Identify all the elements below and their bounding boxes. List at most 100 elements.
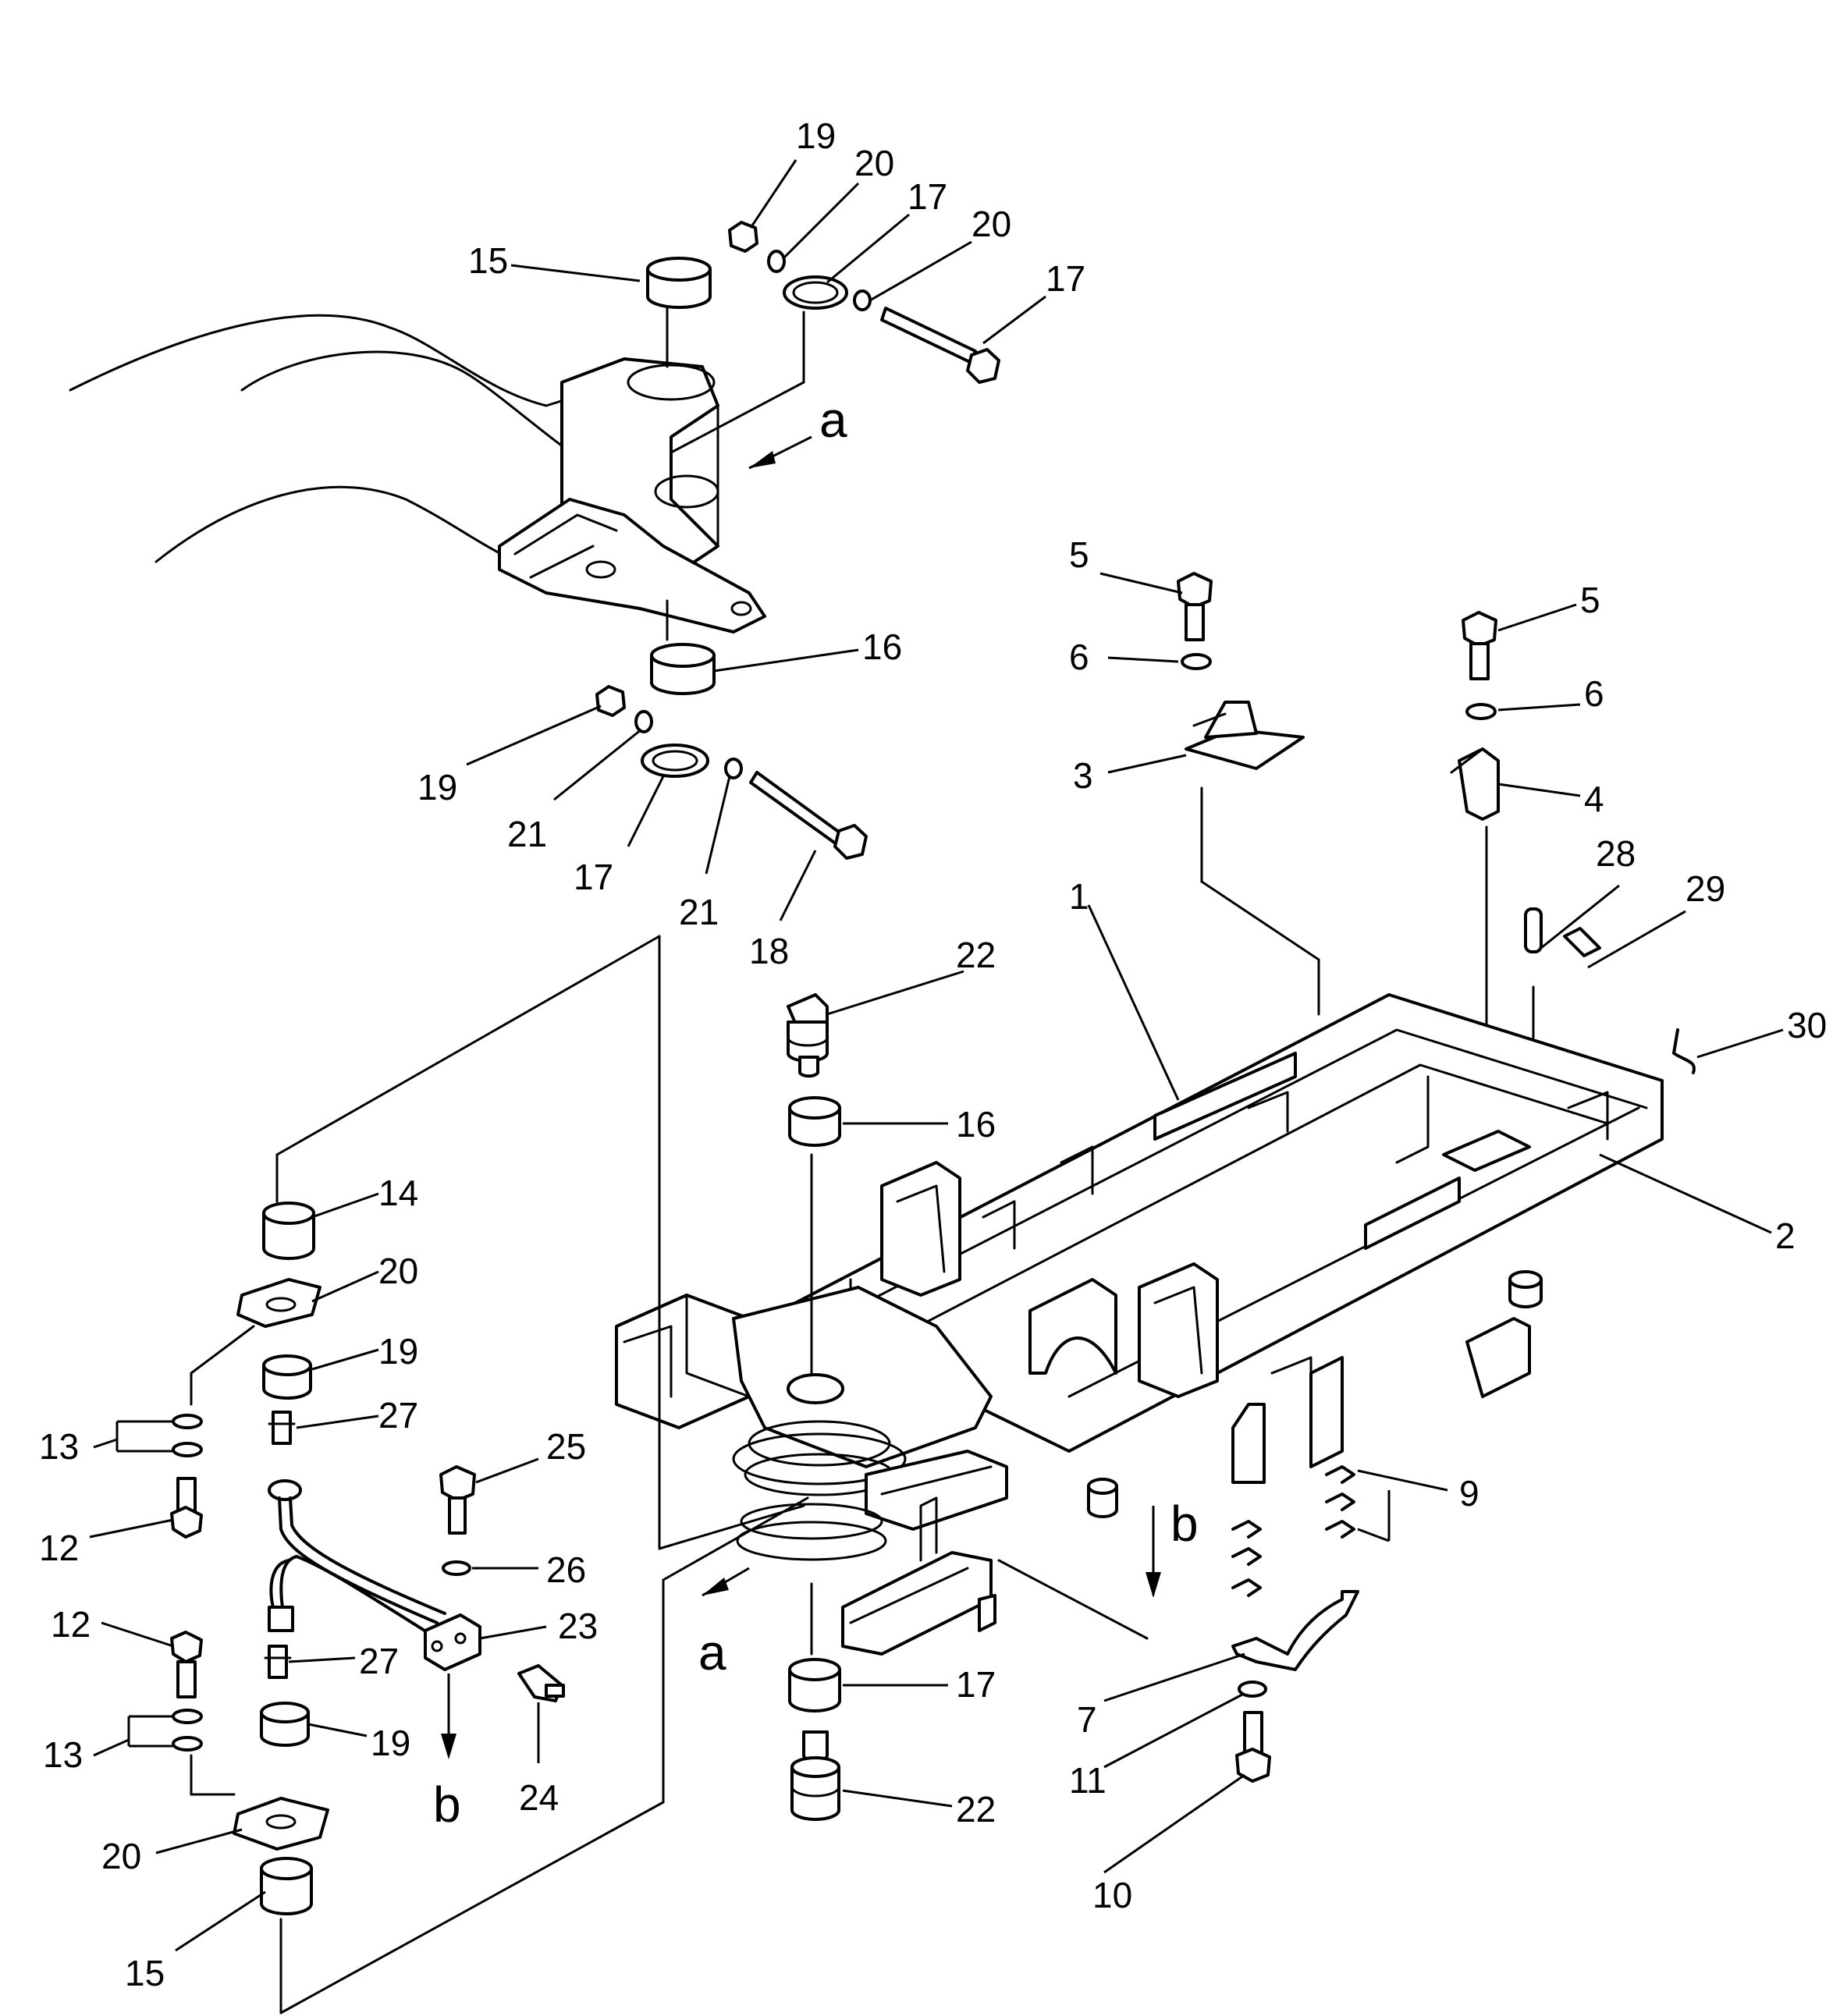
washer-6-right [1465, 703, 1497, 720]
label-part-14: 17 [574, 857, 613, 897]
assembly-guidelines [190, 935, 1149, 2014]
bolt-5-right [1462, 611, 1497, 680]
label-part-15: 17 [1046, 258, 1085, 299]
upper-fastener-stack [728, 221, 1000, 384]
label-part-11: 15 [468, 240, 508, 281]
block-23 [424, 1613, 481, 1671]
label-part-13: 15 [125, 1953, 165, 1993]
label-part-18: 22 [956, 935, 996, 975]
label-part-19: 19 [378, 1331, 418, 1372]
label-part-21: 12 [51, 1604, 91, 1645]
label-part-25: 25 [546, 1426, 586, 1467]
label-part-17: 20 [854, 143, 894, 183]
bushing-11-lower [650, 643, 716, 695]
label-part-23: 23 [558, 1606, 598, 1646]
plug-right [1087, 1478, 1118, 1518]
lower-fastener-stack [595, 685, 868, 860]
washer-22c [172, 1709, 203, 1724]
label-part-28: 28 [1596, 833, 1636, 874]
shims-8 [1231, 1465, 1355, 1597]
bushing-13-lower [260, 1857, 313, 1915]
fitting-24 [517, 1664, 565, 1702]
nut-19-lower [260, 1702, 310, 1747]
bushing-11-upper [646, 257, 712, 309]
label-part-10: 11 [1069, 1760, 1106, 1801]
plate-20-upper [236, 1278, 321, 1328]
label-part-17: 21 [507, 814, 547, 854]
label-part-6: 6 [1584, 673, 1604, 714]
arrow-a-upper [748, 435, 812, 470]
label-part-5: 5 [1069, 534, 1089, 575]
label-part-16: 19 [417, 767, 457, 807]
label-part-26: 26 [546, 1549, 586, 1590]
label-part-12: 17 [956, 1664, 996, 1705]
label-view-a: a [698, 1624, 726, 1681]
label-part-5: 5 [1580, 580, 1600, 620]
bushing-13-upper [262, 1201, 315, 1260]
arrow-b-left [441, 1673, 456, 1759]
part-labels: 19 20 17 20 17 15 16 19 21 17 21 18 5 6 … [39, 115, 1827, 1993]
label-part-29: 29 [1685, 868, 1725, 909]
pin-28 [1524, 907, 1543, 953]
label-part-21: 12 [39, 1528, 79, 1568]
label-part-3: 3 [1073, 755, 1093, 796]
bracket-3 [1185, 701, 1305, 770]
tube-assembly [268, 1479, 446, 1640]
fitting-27-lower [264, 1645, 292, 1679]
label-part-22: 13 [43, 1734, 83, 1775]
bolt-21-lower [170, 1631, 203, 1698]
view-labels: a a b b [433, 392, 1199, 1833]
label-part-8: 9 [1459, 1473, 1479, 1514]
bushing-12-lower [788, 1658, 841, 1713]
label-part-2: 2 [1775, 1216, 1796, 1256]
label-part-14: 17 [908, 176, 947, 217]
arrow-b-right [1146, 1506, 1161, 1598]
pin-29 [1563, 927, 1601, 957]
main-frame [615, 993, 1664, 1484]
washer-22a [172, 1414, 203, 1429]
label-part-27: 27 [359, 1641, 399, 1681]
bolt-5-left [1177, 572, 1213, 641]
label-part-11: 16 [862, 626, 902, 667]
pin-18-lower [790, 1730, 840, 1821]
label-part-1: 1 [1069, 876, 1089, 917]
washer-6-left [1181, 653, 1212, 670]
clip-30 [1672, 1028, 1696, 1074]
fitting-27-upper [268, 1411, 296, 1445]
pin-18-upper [787, 993, 829, 1078]
label-part-17: 20 [972, 204, 1011, 244]
label-part-9: 10 [1092, 1875, 1132, 1915]
label-part-7: 7 [1077, 1699, 1097, 1740]
label-part-19: 19 [371, 1723, 410, 1763]
label-part-17: 21 [679, 892, 719, 932]
leader-lines [89, 159, 1784, 1952]
bolt-9 [1235, 1711, 1271, 1783]
label-view-a: a [819, 392, 847, 448]
swivel-assembly [732, 1286, 1008, 1656]
washer-26 [442, 1560, 471, 1576]
bolt-21-upper [170, 1477, 203, 1539]
label-part-16: 19 [796, 115, 836, 156]
label-part-6: 6 [1069, 637, 1089, 677]
arrow-a-lower [702, 1567, 750, 1597]
label-part-13: 14 [378, 1173, 418, 1213]
washer-10 [1238, 1681, 1267, 1698]
upper-bracket-assembly [69, 307, 805, 641]
label-view-b: b [433, 1776, 461, 1833]
label-view-b: b [1170, 1496, 1199, 1552]
label-part-20: 20 [378, 1251, 418, 1291]
bracket-4 [1450, 747, 1500, 821]
clamp-7 [1231, 1590, 1359, 1671]
washer-22d [172, 1736, 203, 1752]
label-part-22: 13 [39, 1426, 79, 1467]
label-part-30: 30 [1787, 1005, 1827, 1045]
bolt-25 [439, 1465, 476, 1535]
label-part-15: 18 [749, 931, 789, 971]
bushing-12-upper [788, 1096, 841, 1147]
label-part-4: 4 [1584, 779, 1604, 819]
label-part-24: 24 [519, 1777, 559, 1818]
label-part-20: 20 [101, 1836, 141, 1876]
nut-19-upper [262, 1354, 312, 1400]
plate-20-lower [233, 1797, 329, 1851]
